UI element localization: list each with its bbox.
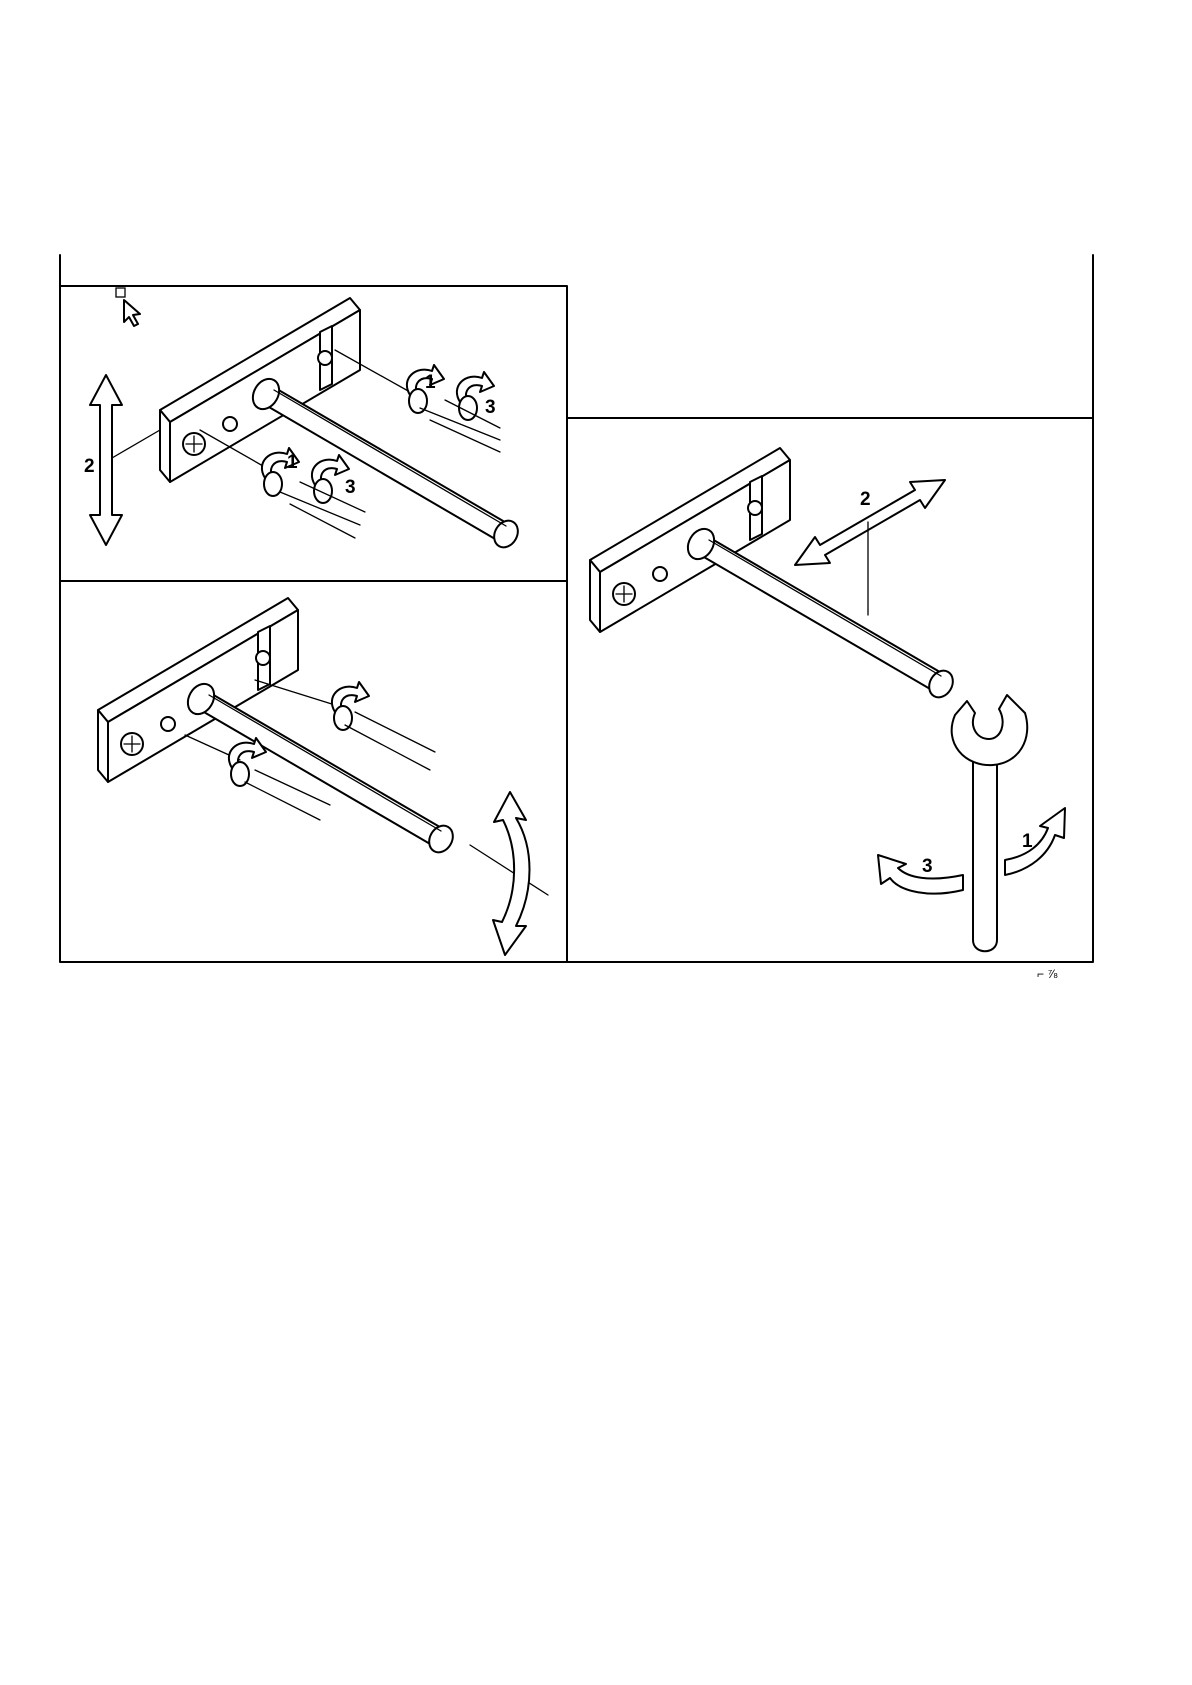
turn-arrow-ccw [878, 855, 963, 894]
panel-top-left: 2 1 3 1 3 [84, 298, 523, 552]
panel-frames [60, 255, 1093, 962]
nut-icon [229, 738, 266, 786]
cursor-icon [116, 288, 140, 326]
wrench-icon [952, 695, 1028, 951]
pivot-rod [183, 679, 458, 856]
label-turn-ccw: 3 [922, 856, 933, 877]
label-washer-lower: 3 [345, 477, 356, 498]
panel-right: 2 1 3 [590, 448, 1065, 951]
panel-bottom-left [98, 598, 548, 955]
label-nut-upper: 1 [425, 372, 436, 393]
label-nut-lower: 1 [287, 452, 298, 473]
rotate-arrow [493, 792, 530, 955]
label-shift: 2 [84, 456, 95, 477]
label-washer-upper: 3 [485, 397, 496, 418]
label-turn-cw: 1 [1022, 831, 1033, 852]
label-shift: 2 [860, 489, 871, 510]
vertical-shift-arrow [90, 375, 122, 545]
corner-mark: ⌐ ⅞ [1037, 967, 1058, 981]
turn-arrow-cw [1005, 808, 1065, 875]
nut-icon [332, 682, 369, 730]
